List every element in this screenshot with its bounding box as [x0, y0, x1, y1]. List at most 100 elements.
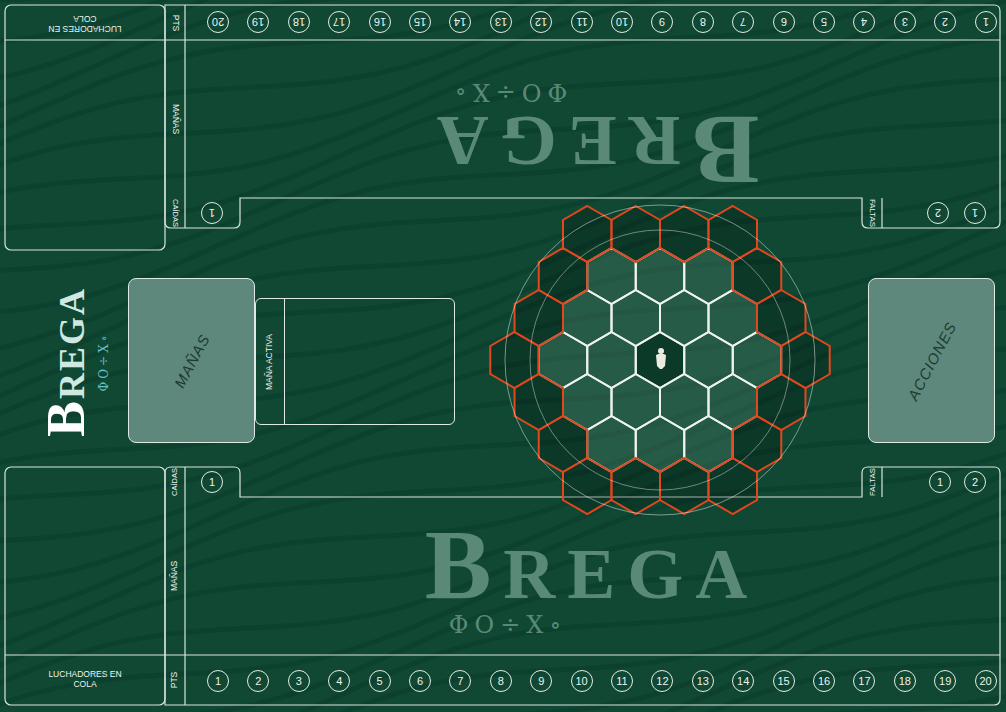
counter-number: 7: [457, 675, 463, 688]
score-circle: 11: [611, 670, 633, 692]
counter-number: 17: [333, 16, 345, 29]
brand-logo: BREGA: [39, 287, 93, 437]
watermark-symbols: ΦO÷X∘: [449, 613, 567, 637]
counter-number: 4: [861, 16, 867, 29]
score-circle: 20: [207, 11, 229, 33]
wave-line: [0, 654, 1006, 712]
counter-number: 9: [659, 16, 665, 29]
counter-number: 4: [336, 675, 342, 688]
score-circle: 8: [490, 670, 512, 692]
foul-counter: 1: [929, 471, 951, 493]
counter-number: 14: [737, 675, 749, 688]
fouls-tab: FALTAS 1 2: [862, 467, 1000, 497]
score-circle: 18: [288, 11, 310, 33]
panel-divider: [184, 5, 185, 228]
foul-counter: 2: [964, 471, 986, 493]
counter-number: 14: [454, 16, 466, 29]
brand-symbols: ΦO÷X∘: [98, 332, 110, 391]
wave-line: [0, 182, 1006, 449]
counter-number: 6: [781, 16, 787, 29]
panel-divider: [5, 39, 1000, 40]
slot-label: FALTAS: [868, 468, 877, 496]
slot-label: FALTAS: [868, 199, 877, 227]
counter-number: 16: [373, 16, 385, 29]
score-circle: 14: [732, 670, 754, 692]
tricks-deck-slot: MAÑAS: [128, 278, 255, 443]
watermark-logo: BREGA: [425, 100, 760, 200]
counter-number: 1: [209, 476, 215, 489]
counter-number: 9: [538, 675, 544, 688]
counter-number: 18: [293, 16, 305, 29]
score-circle: 9: [530, 670, 552, 692]
edge-hex: [612, 206, 660, 262]
counter-number: 12: [656, 675, 668, 688]
score-circle: 17: [328, 11, 350, 33]
slot-label: MAÑAS: [170, 104, 180, 134]
slot-label: ACCIONES: [904, 318, 960, 402]
token-head: [658, 348, 664, 354]
slot-label: MAÑAS: [170, 561, 180, 591]
edge-hex: [660, 458, 708, 514]
ring-guide: [530, 230, 790, 490]
score-circle: 5: [369, 670, 391, 692]
slot-label: MAÑA ACTIVA: [265, 333, 275, 389]
token-body: [656, 354, 666, 370]
score-circle: 10: [611, 11, 633, 33]
score-circle: 2: [247, 670, 269, 692]
fall-counter: 1: [201, 202, 223, 224]
score-circle: 1: [207, 670, 229, 692]
score-circle: 2: [934, 11, 956, 33]
foul-counter: 2: [927, 202, 949, 224]
slot-label: LUCHADORES EN COLA: [47, 13, 123, 33]
panel-divider: [184, 467, 185, 705]
wave-line: [0, 0, 1006, 234]
score-circle: 14: [449, 11, 471, 33]
score-circle: 15: [409, 11, 431, 33]
score-circle: 9: [651, 11, 673, 33]
counter-number: 5: [821, 16, 827, 29]
panel-outlines: [5, 5, 1000, 705]
ring-guide: [505, 205, 815, 515]
queue-panel-outline: [5, 5, 165, 250]
score-circle: 5: [813, 11, 835, 33]
counter-number: 1: [209, 207, 215, 220]
counter-number: 8: [498, 675, 504, 688]
counter-number: 12: [535, 16, 547, 29]
counter-number: 11: [576, 16, 587, 29]
counter-number: 13: [495, 16, 507, 29]
queue-label-cell: LUCHADORES EN COLA: [5, 655, 165, 705]
score-circle: 1: [975, 11, 997, 33]
wrestler-token: [656, 348, 666, 369]
counter-number: 19: [939, 675, 951, 688]
score-circle: 7: [449, 670, 471, 692]
counter-number: 3: [296, 675, 302, 688]
wave-line: [0, 498, 1006, 712]
fouls-tab: FALTAS21: [862, 198, 1000, 228]
slot-label: MAÑAS: [170, 331, 213, 391]
slot-label: CAÍDAS: [171, 468, 180, 496]
wave-line: [0, 202, 1006, 473]
counter-number: 13: [697, 675, 709, 688]
score-circle: 4: [328, 670, 350, 692]
slot-label: PTS: [170, 14, 180, 31]
counter-number: 18: [899, 675, 911, 688]
panel-divider: [5, 654, 1000, 655]
fall-counter: 1: [201, 471, 223, 493]
score-circle: 16: [369, 11, 391, 33]
wave-line: [0, 0, 1006, 2]
edge-hex: [612, 458, 660, 514]
score-circle: 8: [692, 11, 714, 33]
score-circle: 18: [894, 670, 916, 692]
counter-number: 1: [983, 16, 989, 29]
counter-number: 20: [979, 675, 991, 688]
panel-divider: [881, 198, 882, 228]
tricks-label-cell: MAÑAS: [165, 497, 185, 655]
counter-number: 11: [616, 675, 627, 688]
counter-number: 1: [215, 675, 221, 688]
counter-number: 1: [937, 476, 943, 489]
score-circle: 3: [288, 670, 310, 692]
counter-number: 7: [740, 16, 746, 29]
wave-line: [0, 413, 1006, 683]
counter-number: 10: [616, 16, 628, 29]
counter-number: 20: [212, 16, 224, 29]
